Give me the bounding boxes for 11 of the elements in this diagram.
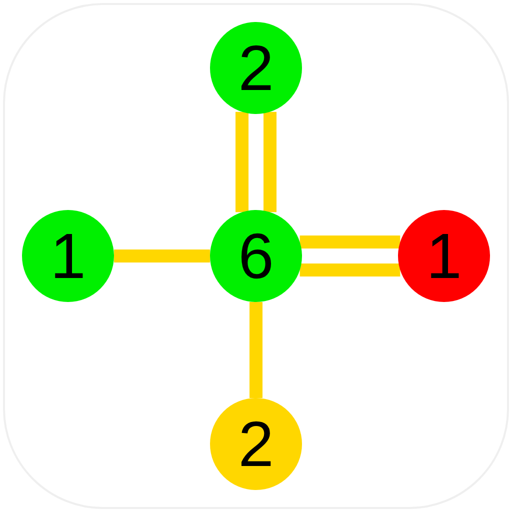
bridge-line	[114, 250, 210, 262]
bridge-line	[236, 112, 248, 212]
clue-number: 6	[238, 224, 274, 288]
clue-number: 1	[426, 224, 462, 288]
clue-number: 2	[238, 36, 274, 100]
bridge-line	[264, 112, 276, 212]
bridge-line	[300, 236, 400, 248]
clue-number: 2	[238, 412, 274, 476]
bridge-line	[300, 264, 400, 276]
clue-number: 1	[50, 224, 86, 288]
bridge-line	[250, 302, 262, 398]
